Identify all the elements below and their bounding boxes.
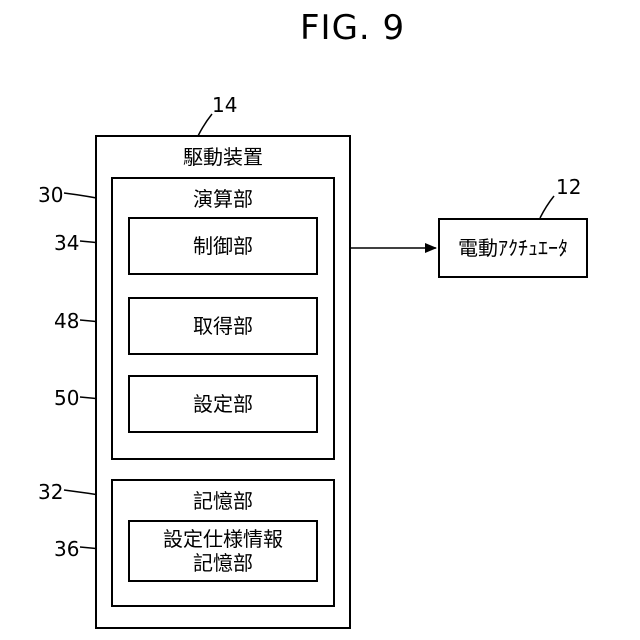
ref-48: 48 xyxy=(54,310,79,332)
leader-14 xyxy=(198,114,212,136)
acquisition-unit-label: 取得部 xyxy=(193,314,253,338)
storage-unit-label: 記憶部 xyxy=(113,489,333,513)
ref-32: 32 xyxy=(38,481,63,503)
control-unit-block: 制御部 xyxy=(128,217,318,275)
ref-12: 12 xyxy=(556,176,581,198)
setting-unit-label: 設定部 xyxy=(193,392,253,416)
arithmetic-unit-label: 演算部 xyxy=(113,187,333,211)
spec-storage-unit-block: 設定仕様情報 記憶部 xyxy=(128,520,318,582)
spec-storage-unit-label: 設定仕様情報 記憶部 xyxy=(163,527,283,575)
ref-36: 36 xyxy=(54,538,79,560)
leader-12 xyxy=(540,196,554,218)
ref-30: 30 xyxy=(38,184,63,206)
acquisition-unit-block: 取得部 xyxy=(128,297,318,355)
ref-50: 50 xyxy=(54,387,79,409)
ref-14: 14 xyxy=(212,94,237,116)
electric-actuator-block: 電動ｱｸﾁｭｴｰﾀ xyxy=(438,218,588,278)
setting-unit-block: 設定部 xyxy=(128,375,318,433)
drive-device-label: 駆動装置 xyxy=(97,145,349,169)
control-unit-label: 制御部 xyxy=(193,234,253,258)
electric-actuator-label: 電動ｱｸﾁｭｴｰﾀ xyxy=(458,236,568,260)
ref-34: 34 xyxy=(54,232,79,254)
